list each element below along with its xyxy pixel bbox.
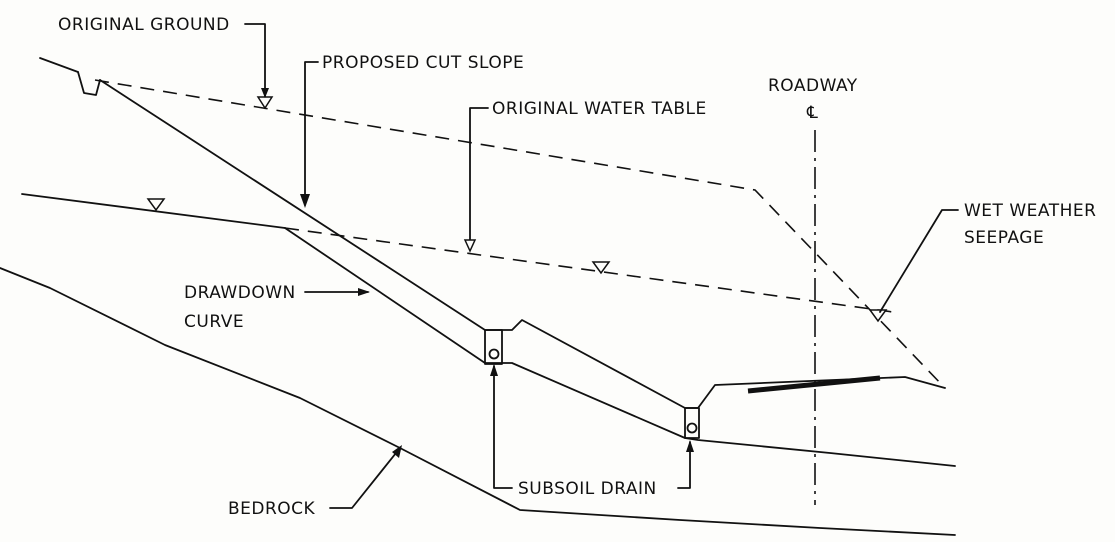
label-original-water-table: ORIGINAL WATER TABLE: [492, 99, 707, 119]
ground-marker-triangle: [256, 96, 274, 110]
original-water-table-line: [284, 227, 901, 314]
water-table-left: [21, 193, 286, 229]
leader-subsoil-drain: [493, 365, 691, 489]
proposed-cut-slope: [99, 79, 946, 409]
leader-original-ground: [244, 23, 266, 97]
leader-original-water-table: [469, 107, 489, 241]
arrow-bedrock: [392, 445, 402, 458]
arrow-original-water-table: [463, 239, 477, 253]
label-proposed-cut-slope: PROPOSED CUT SLOPE: [322, 53, 524, 73]
subsoil-drain-upper: [484, 329, 503, 365]
original-ground-left: [39, 57, 79, 73]
label-drawdown: DRAWDOWN: [184, 283, 296, 303]
label-wet-weather: WET WEATHER: [964, 201, 1096, 221]
arrow-subsoil-drain-left: [490, 364, 498, 376]
label-bedrock: BEDROCK: [228, 499, 316, 519]
water-table-symbol-left: [146, 198, 166, 212]
arrow-original-ground: [261, 88, 269, 98]
leader-proposed-cut-slope: [304, 61, 319, 206]
label-subsoil-drain: SUBSOIL DRAIN: [518, 479, 657, 499]
seepage-marker-triangle: [868, 309, 888, 323]
label-centerline-symbol: ℄: [806, 103, 818, 123]
bedrock-line: [0, 267, 956, 536]
arrow-drawdown-curve: [358, 288, 370, 296]
drawdown-curve: [284, 227, 956, 467]
original-ground-line: [94, 79, 946, 389]
label-original-ground: ORIGINAL GROUND: [58, 15, 230, 35]
arrow-proposed-cut-slope: [300, 194, 310, 208]
pavement: [747, 375, 881, 394]
leader-wet-weather-seepage: [879, 209, 959, 313]
water-table-symbol-right: [591, 261, 611, 275]
arrow-subsoil-drain-right: [686, 440, 694, 452]
leader-bedrock: [329, 447, 401, 509]
label-seepage: SEEPAGE: [964, 228, 1044, 248]
top-ditch: [77, 71, 101, 96]
label-roadway: ROADWAY: [768, 76, 858, 96]
subsoil-drain-lower: [684, 407, 700, 439]
label-curve: CURVE: [184, 312, 244, 332]
